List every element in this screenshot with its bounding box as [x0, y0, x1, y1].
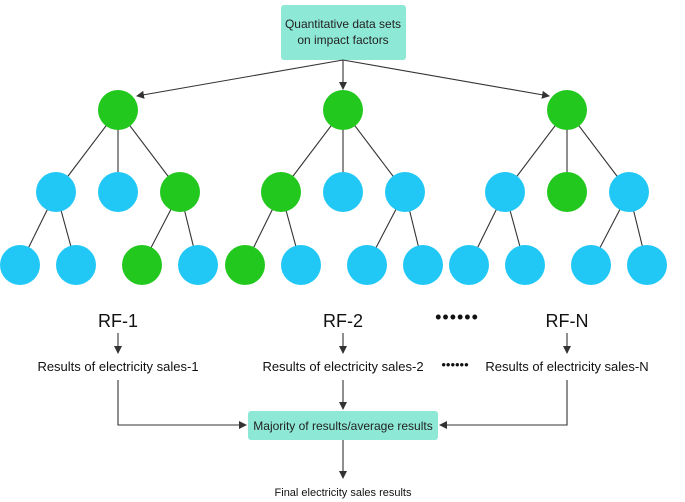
tree-node-green	[122, 245, 162, 285]
rf1-label: RF-1	[98, 311, 138, 331]
data-sets-box-line1: Quantitative data sets	[285, 17, 401, 31]
tree-node-blue	[609, 172, 649, 212]
tree-node-green	[261, 172, 301, 212]
final-results-label: Final electricity sales results	[275, 487, 412, 499]
tree-node-blue	[56, 245, 96, 285]
arrow-resultn-to-aggregate	[439, 380, 568, 429]
tree-node-blue	[485, 172, 525, 212]
tree-node-green	[323, 90, 363, 130]
tree-node-blue	[571, 245, 611, 285]
aggregate-box-bg	[248, 411, 438, 440]
tree-node-blue	[403, 245, 443, 285]
tree-node-blue	[347, 245, 387, 285]
arrow-to-rfn-root	[342, 59, 550, 99]
tree-node-green	[160, 172, 200, 212]
tree-node-blue	[178, 245, 218, 285]
tree-node-green	[547, 172, 587, 212]
tree-node-blue	[0, 245, 40, 285]
result-label-1: Results of electricity sales-1	[37, 359, 198, 374]
trees-layer	[0, 90, 667, 285]
tree-1	[0, 90, 218, 285]
arrow-result1-to-aggregate	[117, 380, 247, 429]
tree-node-blue	[281, 245, 321, 285]
aggregate-box: Majority of results/average results	[248, 411, 438, 440]
tree-node-blue	[385, 172, 425, 212]
tree-node-green	[225, 245, 265, 285]
tree-3	[449, 90, 667, 285]
data-sets-box-bg	[281, 5, 406, 60]
arrow-to-rf1-root	[136, 59, 344, 99]
tree-node-blue	[449, 245, 489, 285]
result-label-2: Results of electricity sales-2	[262, 359, 423, 374]
tree-node-blue	[36, 172, 76, 212]
tree-2	[225, 90, 443, 285]
aggregate-box-label: Majority of results/average results	[253, 419, 432, 433]
tree-node-blue	[323, 172, 363, 212]
tree-node-green	[547, 90, 587, 130]
data-sets-box-line2: on impact factors	[297, 33, 388, 47]
data-sets-box: Quantitative data sets on impact factors	[281, 5, 406, 60]
ellipsis-between-trees: ••••••	[435, 307, 479, 327]
result-label-n: Results of electricity sales-N	[485, 359, 648, 374]
distribution-arrows	[136, 59, 550, 99]
tree-node-blue	[627, 245, 667, 285]
tree-node-green	[98, 90, 138, 130]
tree-node-blue	[98, 172, 138, 212]
tree-node-blue	[505, 245, 545, 285]
rf2-label: RF-2	[323, 311, 363, 331]
rfn-label: RF-N	[546, 311, 589, 331]
ellipsis-between-results: ••••••	[441, 357, 469, 372]
